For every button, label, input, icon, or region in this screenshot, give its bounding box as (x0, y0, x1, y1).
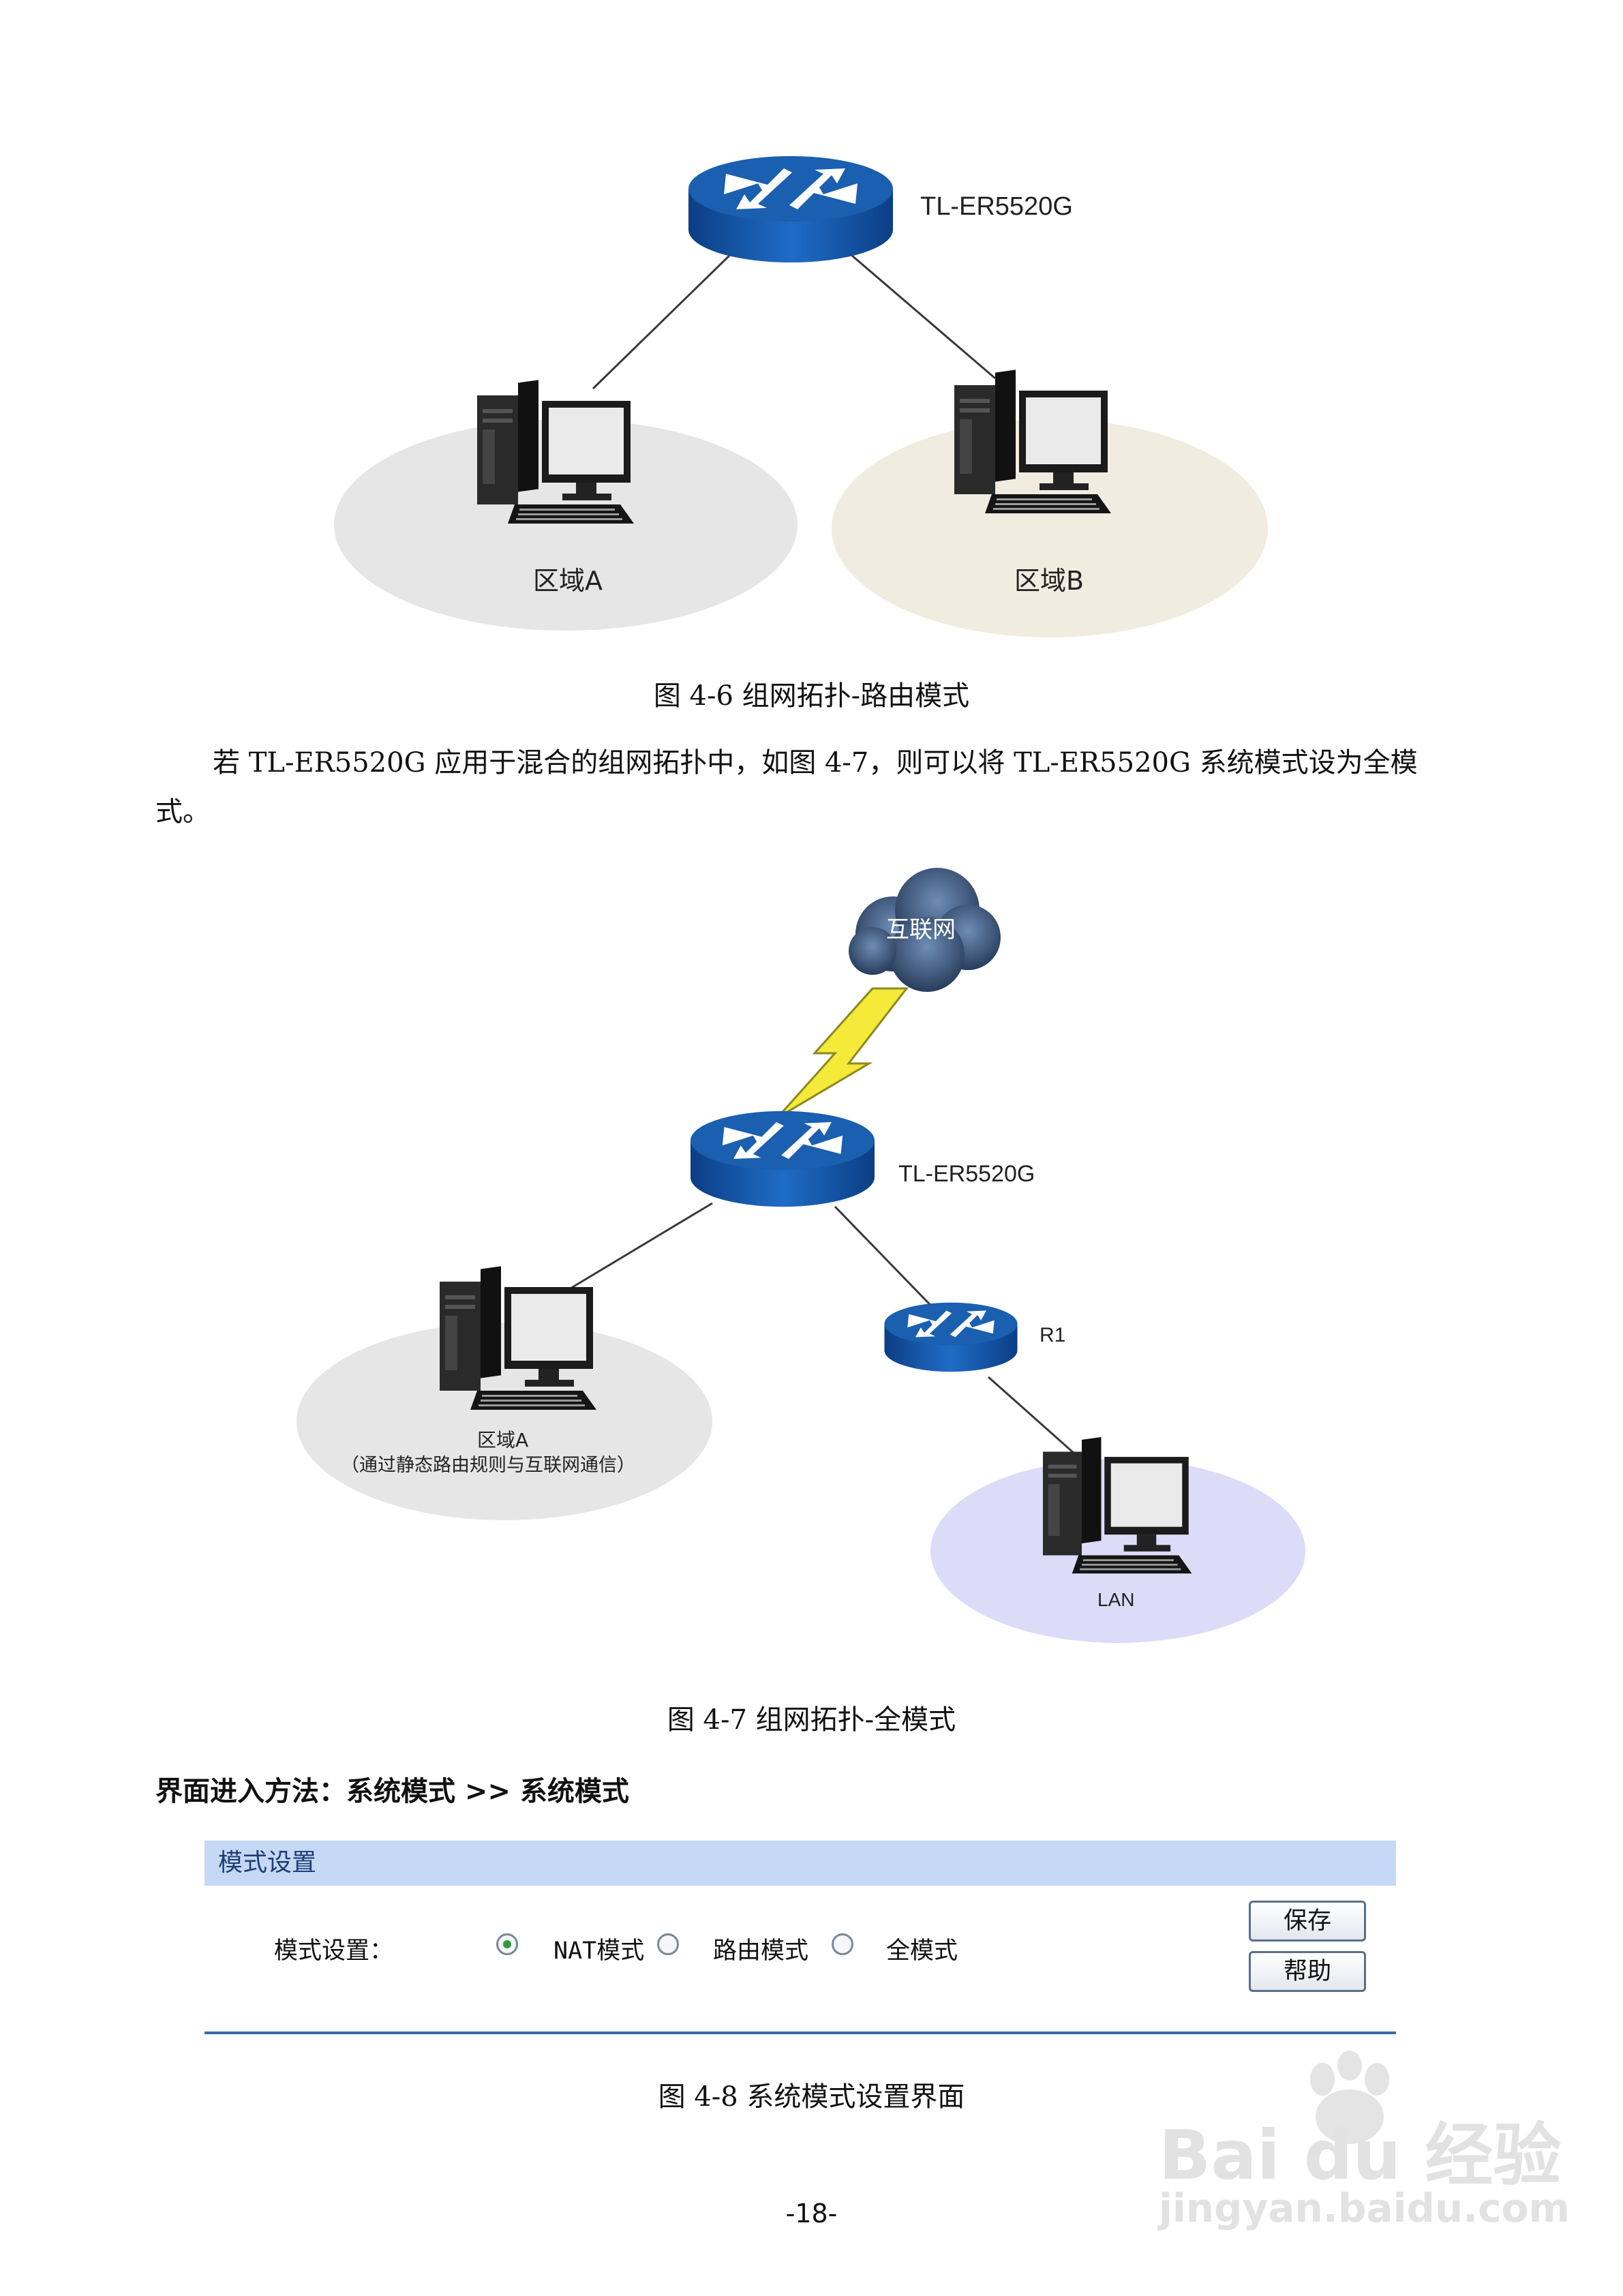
panel-header: 模式设置 (204, 1841, 1396, 1886)
topology-diagram-full-mode: 互联网 TL-ER5520G R1 区域A （通过静态路由规则与互联网通信） L… (297, 868, 1305, 1643)
internet-cloud-icon (849, 868, 1001, 992)
internet-label: 互联网 (886, 916, 956, 943)
save-button[interactable]: 保存 (1249, 1901, 1366, 1942)
router-icon (690, 1111, 875, 1207)
link-line (851, 254, 996, 380)
figure-caption: 图 4-6 组网拓扑-路由模式 (653, 680, 970, 712)
body-paragraph-line: 若 TL-ER5520G 应用于混合的组网拓扑中，如图 4-7，则可以将 TL-… (213, 747, 1418, 779)
page-number: -18- (785, 2199, 838, 2229)
zone-a-area (334, 419, 798, 631)
router-label: TL-ER5520G (920, 192, 1073, 221)
link-line (558, 1202, 713, 1297)
figure-caption: 图 4-7 组网拓扑-全模式 (667, 1704, 956, 1736)
zone-b-label: 区域B (1014, 566, 1084, 596)
nat-mode-label[interactable]: NAT模式 (553, 1937, 645, 1965)
link-line (592, 254, 731, 390)
routing-mode-label[interactable]: 路由模式 (713, 1937, 809, 1965)
navigation-path: 界面进入方法：系统模式 >> 系统模式 (155, 1776, 629, 1807)
wan-link-lightning-icon (776, 987, 909, 1119)
radio-full-mode[interactable] (832, 1933, 853, 1955)
radio-nat-mode[interactable] (496, 1933, 518, 1955)
zone-a-note: （通过静态路由规则与互联网通信） (341, 1455, 635, 1476)
zone-a-label: 区域A (533, 566, 603, 596)
mode-field-label: 模式设置： (274, 1937, 394, 1965)
r1-label: R1 (1040, 1324, 1065, 1346)
full-mode-label[interactable]: 全模式 (886, 1937, 958, 1965)
figure-caption: 图 4-8 系统模式设置界面 (658, 2081, 965, 2113)
body-paragraph-line: 式。 (155, 796, 210, 828)
link-line (834, 1205, 945, 1320)
zone-a-label: 区域A (477, 1429, 528, 1451)
help-button[interactable]: 帮助 (1249, 1951, 1366, 1992)
zone-b-area (832, 419, 1268, 637)
link-line (988, 1376, 1081, 1460)
lan-area (930, 1459, 1305, 1643)
radio-routing-mode[interactable] (657, 1933, 679, 1955)
topology-diagram-routing-mode: TL-ER5520G 区域A 区域B (334, 156, 1268, 637)
router-label: TL-ER5520G (898, 1161, 1035, 1187)
paw-logo-icon (1310, 2051, 1389, 2144)
zone-a-area (297, 1323, 712, 1520)
watermark-url: jingyan.baidu.com (1159, 2185, 1570, 2231)
panel-bottom-divider (204, 2031, 1396, 2034)
lan-label: LAN (1097, 1589, 1134, 1610)
watermark-brand: Bai du 经验 (1159, 2115, 1562, 2195)
r1-router-icon (884, 1302, 1018, 1372)
